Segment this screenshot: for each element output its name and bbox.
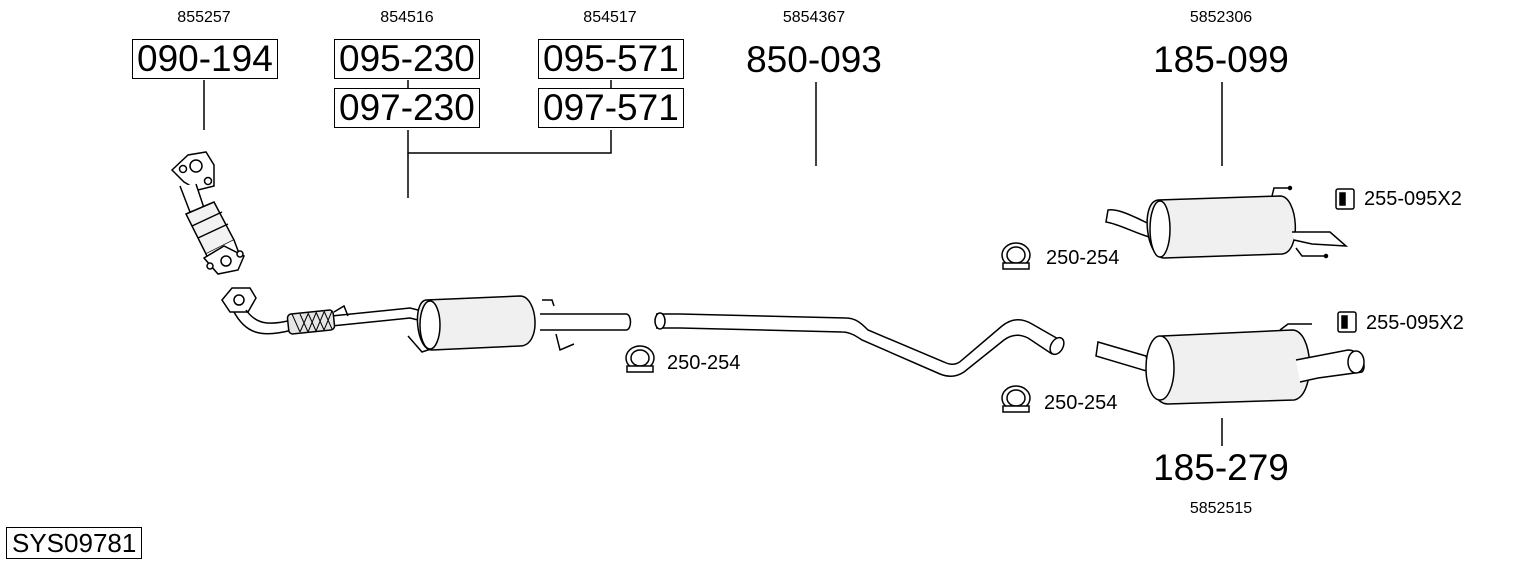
oem-number-p5: 5852306 <box>1189 9 1253 26</box>
part-code-p6[interactable]: 185-279 <box>1153 447 1289 488</box>
oem-number-p4: 5854367 <box>782 9 846 26</box>
clamp-icons <box>625 242 1031 413</box>
oem-number-p6: 5852515 <box>1189 500 1253 517</box>
part-code-p4[interactable]: 850-093 <box>746 39 882 80</box>
rear-silencer-upper-drawing <box>1105 185 1349 259</box>
rubber-mount-icon <box>1335 188 1355 210</box>
catalytic-converter-drawing <box>170 151 245 275</box>
clamp-label-1[interactable]: 250-254 <box>667 352 741 374</box>
part-code-box-p2a[interactable]: 095-230 <box>334 39 480 79</box>
part-code-box-p3a[interactable]: 095-571 <box>538 39 684 79</box>
mount-label-2[interactable]: 255-095X2 <box>1366 312 1464 334</box>
system-code-box: SYS09781 <box>6 527 143 559</box>
rear-silencer-lower-drawing <box>1095 323 1365 405</box>
intermediate-pipe-drawing <box>654 312 1065 377</box>
part-code-p5[interactable]: 185-099 <box>1153 39 1289 80</box>
leader-line-p2-p3 <box>407 130 612 154</box>
oem-number-p2: 854516 <box>380 9 434 26</box>
part-code-box-p1[interactable]: 090-194 <box>132 39 278 79</box>
front-pipe-drawing <box>221 287 632 353</box>
part-code-box-p2b[interactable]: 097-230 <box>334 88 480 128</box>
clamp-label-2[interactable]: 250-254 <box>1046 247 1120 269</box>
leader-lines <box>203 80 1223 446</box>
part-code-box-p3b[interactable]: 097-571 <box>538 88 684 128</box>
clamp-label-3[interactable]: 250-254 <box>1044 392 1118 414</box>
mount-icons <box>1335 188 1357 333</box>
clamp-icon <box>625 345 655 373</box>
oem-number-p3: 854517 <box>583 9 637 26</box>
clamp-icon <box>1001 385 1031 413</box>
oem-number-p1: 855257 <box>177 9 231 26</box>
rubber-mount-icon <box>1337 311 1357 333</box>
mount-label-1[interactable]: 255-095X2 <box>1364 188 1462 210</box>
clamp-icon <box>1001 242 1031 270</box>
